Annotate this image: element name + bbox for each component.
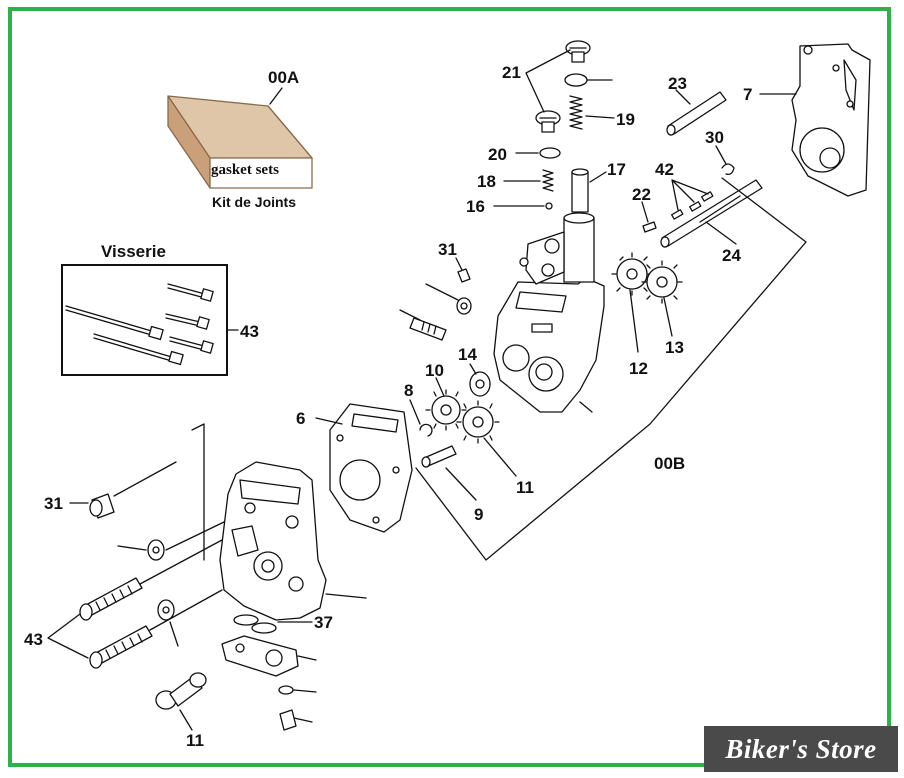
label-24: 24 [722, 246, 741, 265]
leader-14 [469, 363, 477, 375]
label-43: 43 [24, 630, 43, 649]
part-20-oring [539, 147, 561, 159]
label-22: 22 [632, 185, 651, 204]
leader-12-13 [629, 289, 673, 353]
label-10: 10 [425, 361, 444, 380]
label-42: 42 [655, 160, 674, 179]
visserie-box [61, 264, 228, 376]
part-9-pin [421, 445, 457, 468]
label-00B: 00B [654, 454, 686, 473]
part-oring-top [564, 73, 588, 87]
leader-43-to-body [139, 539, 223, 631]
part-31-upper [409, 268, 472, 341]
leader-body [579, 401, 593, 413]
part-17-sleeve [571, 168, 589, 213]
part-16-ball [545, 202, 553, 210]
part-7-cover-plate [791, 43, 871, 197]
bracket-00B [415, 177, 807, 561]
leader-screw-upper [399, 283, 459, 321]
gasket-kit-box [167, 95, 313, 189]
leader-30 [715, 145, 727, 165]
part-23-pin [666, 91, 727, 136]
leader-lower-left [191, 423, 205, 561]
leader-24 [705, 221, 737, 245]
label-16: 16 [466, 197, 485, 216]
part-31-lower [89, 493, 115, 519]
kit-box-label: gasket sets [211, 162, 279, 178]
leader-22 [641, 201, 649, 223]
label-00A: 00A [268, 68, 300, 87]
part-washer-a [147, 539, 165, 561]
label-21: 21 [502, 63, 521, 82]
pump-body-lower [219, 461, 327, 621]
label-12: 12 [629, 359, 648, 378]
part-22-pin [642, 221, 657, 233]
label-11-upper: 11 [516, 478, 534, 497]
leader-42 [671, 179, 709, 211]
label-17: 17 [607, 160, 626, 179]
part-washer-a-hole [152, 546, 160, 554]
part-18-spring [542, 169, 554, 192]
label-31-upper: 31 [438, 240, 457, 259]
label-18: 18 [477, 172, 496, 191]
label-19: 19 [616, 110, 635, 129]
label-20: 20 [488, 145, 507, 164]
label-31-lower: 31 [44, 494, 63, 513]
label-9: 9 [474, 505, 484, 524]
pump-body-upper [493, 212, 605, 413]
label-37: 37 [314, 613, 333, 632]
leader-washer-a [117, 521, 225, 551]
leader-23 [675, 89, 691, 105]
kit-caption: Kit de Joints [212, 194, 297, 210]
part-small-washer-screw [278, 685, 297, 731]
leader-9 [445, 467, 477, 501]
part-12-13-gears [611, 252, 683, 304]
part-6-gasket [329, 403, 413, 533]
part-washer-b-hole [162, 606, 170, 614]
leader-flange [297, 655, 317, 661]
label-7: 7 [743, 85, 753, 104]
leader-00A [269, 87, 283, 105]
label-8: 8 [404, 381, 414, 400]
leader-31a [455, 257, 463, 271]
part-14-washer [469, 371, 491, 397]
label-23: 23 [668, 74, 687, 93]
leader-washer-b [169, 621, 179, 647]
leader-31b [69, 461, 177, 504]
part-24-shaft [660, 179, 763, 248]
leader-6 [315, 417, 343, 425]
leader-8 [409, 399, 421, 425]
part-21-screws [535, 40, 591, 133]
part-43-screws [79, 577, 153, 669]
label-43-visserie: 43 [240, 322, 259, 341]
leader-11b [179, 709, 193, 731]
part-30-clip [721, 163, 735, 176]
label-6: 6 [296, 409, 306, 428]
leader-small-parts [293, 689, 317, 723]
store-watermark: Biker's Store [704, 726, 898, 772]
leader-17 [589, 171, 607, 183]
leader-43 [47, 613, 89, 659]
diagram-frame [8, 7, 891, 767]
part-washer-b [157, 599, 175, 621]
part-11-fitting [155, 672, 207, 710]
part-37-flange [221, 614, 299, 677]
label-11-lower: 11 [186, 731, 204, 750]
part-8-clip [419, 423, 433, 437]
visserie-title: Visserie [101, 242, 166, 261]
label-30: 30 [705, 128, 724, 147]
part-10-11-gears [425, 389, 500, 444]
label-13: 13 [665, 338, 684, 357]
leader-lower-right [325, 593, 367, 599]
label-14: 14 [458, 345, 477, 364]
part-42-keys [671, 191, 714, 220]
visserie-screws [65, 283, 214, 366]
leader-21 [525, 49, 571, 113]
part-19-spring [569, 95, 583, 130]
leader-10-11 [435, 377, 517, 477]
leader-19 [585, 115, 615, 119]
